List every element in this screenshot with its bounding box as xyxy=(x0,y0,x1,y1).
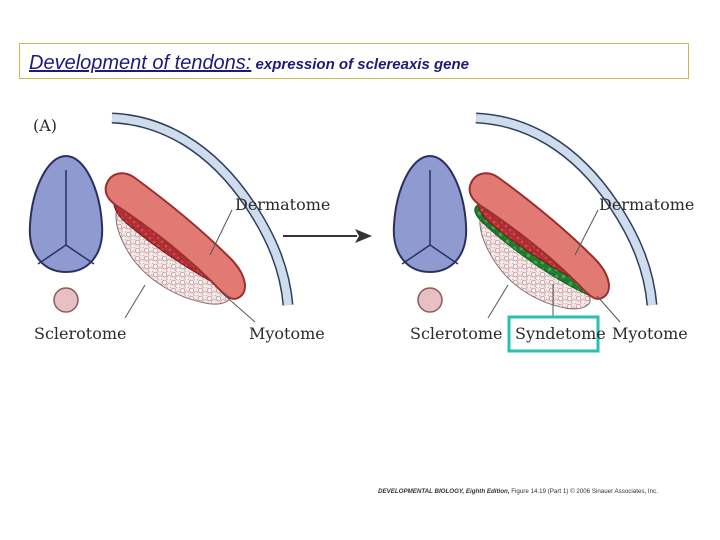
label-myotome-right: Myotome xyxy=(612,324,688,343)
ectoderm-inner xyxy=(475,114,656,306)
ectoderm-inner xyxy=(111,114,292,306)
label-sclerotome-left: Sclerotome xyxy=(34,324,127,343)
dermatome-leader xyxy=(209,209,233,256)
dermatome-leader xyxy=(574,209,599,256)
title-box: Development of tendons: expression of sc… xyxy=(19,43,689,79)
syndetome-highlight xyxy=(507,315,600,353)
dermatome xyxy=(468,172,610,300)
label-dermatome-left: Dermatome xyxy=(235,195,330,214)
right-diagram: Dermatome Sclerotome Syndetome Myotome xyxy=(392,112,694,353)
sclerotome-leader xyxy=(124,284,146,319)
label-syndetome: Syndetome xyxy=(515,324,606,343)
label-myotome-left: Myotome xyxy=(249,324,325,343)
left-diagram: Dermatome Sclerotome Myotome xyxy=(28,112,330,343)
neural-tube-lumen xyxy=(401,170,459,265)
credit-rest: Figure 14.19 (Part 1) © 2006 Sinauer Ass… xyxy=(509,488,658,495)
label-dermatome-right: Dermatome xyxy=(599,195,694,214)
notochord xyxy=(417,287,443,313)
label-sclerotome-right: Sclerotome xyxy=(410,324,503,343)
myotome-leader xyxy=(596,295,621,323)
myotome-leader xyxy=(221,292,256,323)
panel-label: (A) xyxy=(33,116,57,135)
notochord xyxy=(53,287,79,313)
sclerotome-leader xyxy=(487,284,509,319)
title-subtitle: expression of sclereaxis gene xyxy=(251,56,469,73)
title-main: Development of tendons: xyxy=(29,52,252,74)
neural-tube-lumen xyxy=(37,170,95,265)
progression-arrow xyxy=(283,229,372,243)
credit-book: DEVELOPMENTAL BIOLOGY, Eighth Edition, xyxy=(378,488,510,495)
figure-credit: DEVELOPMENTAL BIOLOGY, Eighth Edition, F… xyxy=(378,488,658,495)
slide-title: Development of tendons: expression of sc… xyxy=(29,52,469,75)
dermatome xyxy=(104,172,246,300)
